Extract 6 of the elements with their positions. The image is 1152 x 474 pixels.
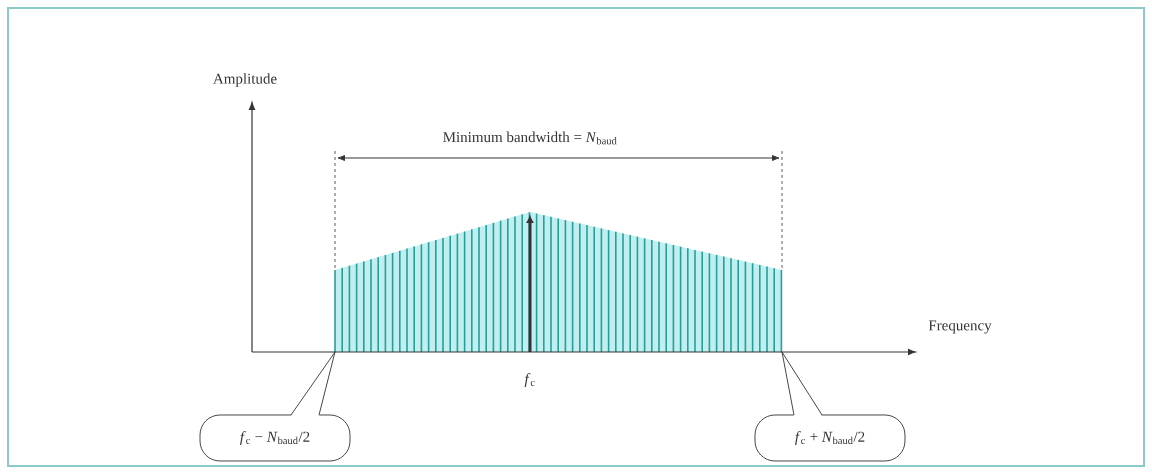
callout-bubble: f$_{c}$ − N$_{baud}$/2 — [199, 351, 351, 462]
axis-label: Amplitude — [213, 73, 277, 87]
callout-bubble: f$_{c}$ + N$_{baud}$/2 — [754, 351, 906, 462]
tick-label: f$_{c}$ — [524, 373, 535, 387]
axis-label: Frequency — [928, 320, 992, 334]
dimension-label: Minimum bandwidth = N$_{baud}$ — [443, 131, 617, 145]
